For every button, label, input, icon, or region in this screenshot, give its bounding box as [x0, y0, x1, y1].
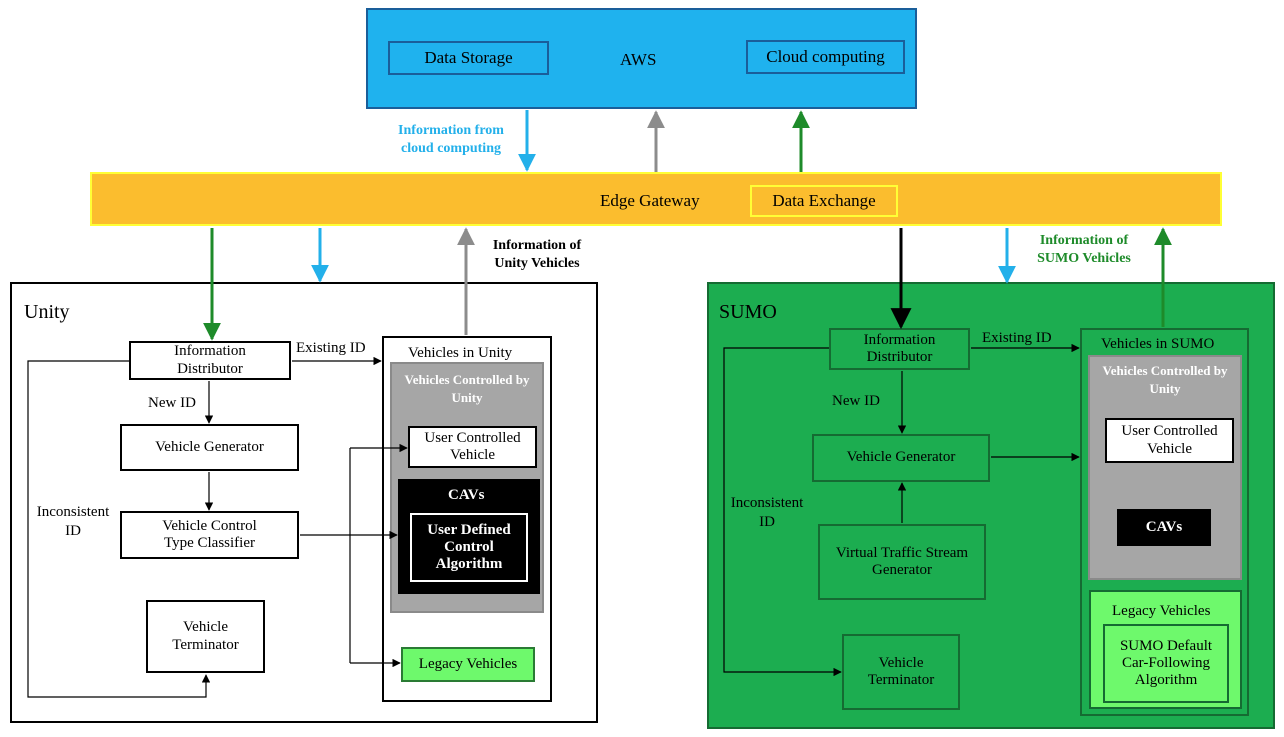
vehicles-in-sumo-box — [1080, 328, 1249, 716]
info-unity-vehicles-label: Information of Unity Vehicles — [492, 238, 582, 272]
unity-controlled-group-title: Vehicles Controlled by Unity — [404, 372, 530, 405]
sumo-vehicle-terminator: Vehicle Terminator — [842, 634, 960, 710]
sumo-inconsistent-id-label: Inconsistent ID — [730, 495, 804, 530]
unity-inconsistent-id-label: Inconsistent ID — [36, 504, 110, 539]
vehicles-in-unity-title: Vehicles in Unity — [408, 345, 513, 361]
info-from-cloud-label: Information from cloud computing — [398, 123, 504, 157]
unity-inconsistent-id-path — [27, 360, 211, 698]
sumo-existing-id-label: Existing ID — [982, 330, 1052, 346]
sumo-virtual-traffic-stream-generator: Virtual Traffic Stream Generator — [818, 524, 986, 600]
unity-vehicle-generator: Vehicle Generator — [120, 424, 299, 471]
sumo-controlled-group-title: Vehicles Controlled by Unity — [1102, 363, 1228, 396]
unity-information-distributor: Information Distributor — [129, 341, 291, 380]
unity-vehicle-terminator: Vehicle Terminator — [146, 600, 265, 673]
unity-legacy-vehicles: Legacy Vehicles — [401, 647, 535, 682]
sumo-legacy-group — [1089, 590, 1242, 709]
edge-gateway-bar — [90, 172, 1222, 226]
aws-panel — [366, 8, 917, 109]
sumo-new-id-label: New ID — [832, 393, 880, 409]
data-exchange-box: Data Exchange — [750, 185, 898, 217]
sumo-inconsistent-id-path — [723, 347, 842, 677]
sumo-title: SUMO — [719, 301, 777, 323]
sumo-default-car-following-algorithm: SUMO Default Car-Following Algorithm — [1103, 624, 1229, 703]
aws-title: AWS — [620, 50, 657, 69]
info-sumo-vehicles-label: Information of SUMO Vehicles — [1037, 233, 1131, 267]
unity-user-controlled-vehicle: User Controlled Vehicle — [408, 426, 537, 468]
unity-title: Unity — [24, 301, 70, 323]
unity-vehicle-control-type-classifier: Vehicle Control Type Classifier — [120, 511, 299, 559]
aws-data-storage: Data Storage — [388, 41, 549, 75]
sumo-user-controlled-vehicle: User Controlled Vehicle — [1105, 418, 1234, 463]
unity-existing-id-label: Existing ID — [296, 340, 366, 356]
edge-gateway-title: Edge Gateway — [600, 191, 700, 210]
sumo-legacy-title: Legacy Vehicles — [1112, 603, 1211, 619]
sumo-vehicle-generator: Vehicle Generator — [812, 434, 990, 482]
unity-cavs-title: CAVs — [448, 487, 485, 503]
aws-cloud-computing: Cloud computing — [746, 40, 905, 74]
vehicles-in-sumo-title: Vehicles in SUMO — [1101, 336, 1215, 352]
sumo-cavs-box: CAVs — [1117, 509, 1211, 546]
unity-user-defined-control-algorithm: User Defined Control Algorithm — [410, 513, 528, 582]
unity-new-id-label: New ID — [148, 395, 196, 411]
